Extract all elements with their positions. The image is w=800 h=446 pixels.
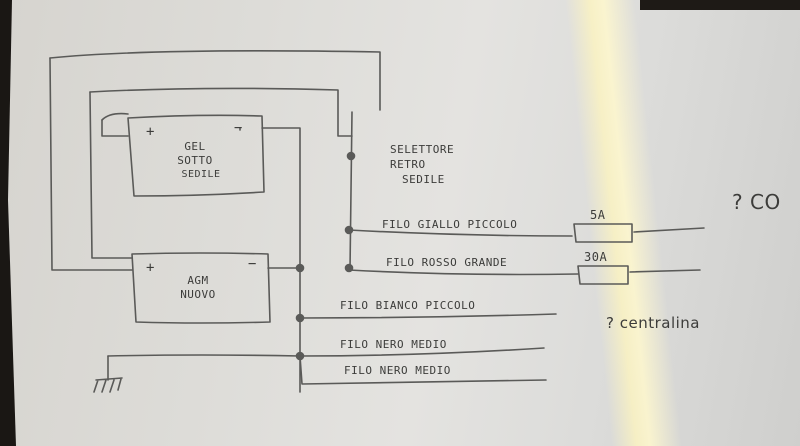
wire-rosso-out <box>629 269 701 273</box>
selector-line-2: RETRO <box>390 158 426 171</box>
selector-node-1 <box>346 151 356 161</box>
wire-nero-1 <box>299 347 545 357</box>
gel-line-2: SOTTO <box>177 154 213 167</box>
wire-outer-loop-left <box>49 57 133 271</box>
battery-gel-label: GEL SOTTO SEDILE <box>160 140 230 182</box>
wire-negative-bus <box>261 127 301 393</box>
agm-plus-sign: + <box>146 260 155 276</box>
gel-line-3: SEDILE <box>181 169 221 180</box>
wire-label-giallo: FILO GIALLO PICCOLO <box>382 218 518 231</box>
wire-inner-top <box>101 112 129 121</box>
battery-agm-box <box>131 252 271 324</box>
wire-label-nero-1: FILO NERO MEDIO <box>340 338 447 351</box>
wire-outer-loop <box>49 50 381 111</box>
note-centralina: ? centralina <box>606 314 700 332</box>
gel-minus-sign: − <box>234 120 243 136</box>
fuse-5a-rating: 5A <box>590 208 606 222</box>
background-dark <box>640 0 800 10</box>
agm-line-1: AGM <box>187 274 209 287</box>
note-co: ? CO <box>732 190 781 214</box>
wire-label-rosso: FILO ROSSO GRANDE <box>386 256 508 269</box>
wire-giallo-out <box>633 227 705 233</box>
selector-bar <box>349 111 353 271</box>
wire-middle-loop <box>89 87 353 137</box>
selector-line-1: SELETTORE <box>390 143 455 156</box>
wire-label-nero-2: FILO NERO MEDIO <box>344 364 451 377</box>
agm-line-2: NUOVO <box>180 288 216 301</box>
selector-label: SELETTORE RETRO SEDILE <box>390 142 454 187</box>
wire-label-bianco: FILO BIANCO PICCOLO <box>340 299 476 312</box>
gel-plus-sign: + <box>146 124 155 140</box>
wire-bianco <box>299 313 557 319</box>
wire-middle-loop-left <box>89 91 133 259</box>
selector-line-3: SEDILE <box>402 173 445 186</box>
agm-minus-sign: − <box>248 256 257 272</box>
wire-inner-gel-plus <box>101 119 129 137</box>
wire-nero-2 <box>299 355 547 385</box>
fuse-30a-rating: 30A <box>584 250 608 264</box>
battery-gel-box <box>127 114 265 197</box>
gel-line-1: GEL <box>184 140 206 153</box>
wire-giallo <box>348 229 573 237</box>
battery-agm-label: AGM NUOVO <box>168 274 228 302</box>
fuse-5a <box>573 223 633 243</box>
fuse-30a <box>577 265 629 285</box>
wire-rosso <box>348 269 579 276</box>
ground-symbol <box>93 377 123 393</box>
wire-ground <box>107 354 301 357</box>
